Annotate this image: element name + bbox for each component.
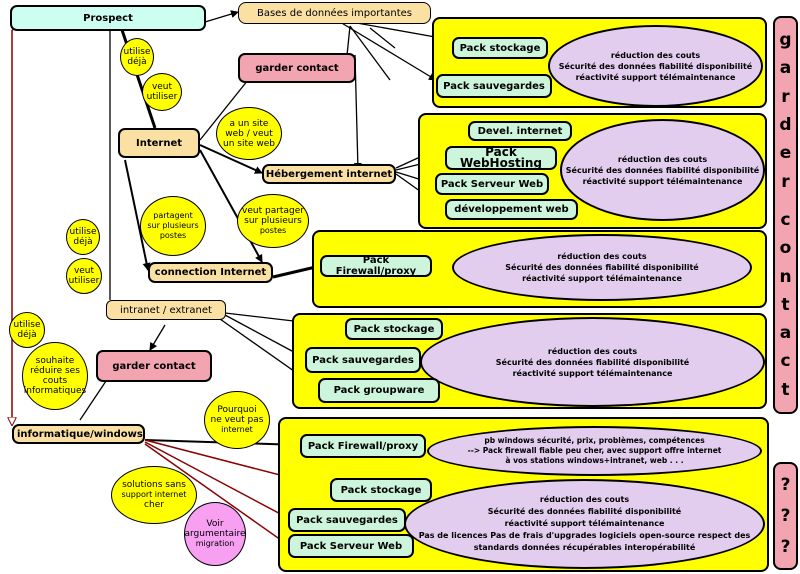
bubble-site-web: a un site web / veut un site web bbox=[216, 107, 282, 160]
informatique-node[interactable]: informatique/windows bbox=[12, 424, 145, 444]
benefits-ellipse-4: réduction des couts Sécurité des données… bbox=[420, 317, 765, 407]
pack-serveur-web-2[interactable]: Pack Serveur Web bbox=[288, 534, 414, 558]
question-mark: ? bbox=[780, 505, 791, 526]
garder-contact-side-bar[interactable]: g a r d e r c o n t a c t bbox=[773, 16, 798, 414]
side-letter: a bbox=[779, 58, 792, 79]
garder-contact-top[interactable]: garder contact bbox=[238, 53, 356, 83]
bubble-utilise-deja-3: utilise déjà bbox=[9, 312, 45, 348]
devel-internet[interactable]: Devel. internet bbox=[468, 121, 572, 141]
benefit-line: réactivité support télémaintenance bbox=[522, 274, 682, 283]
prospect-node[interactable]: Prospect bbox=[10, 5, 206, 31]
benefit-line: réduction des couts bbox=[557, 252, 647, 261]
pack-webhosting[interactable]: Pack WebHosting bbox=[445, 146, 557, 170]
pack-sauvegardes-1[interactable]: Pack sauvegardes bbox=[436, 74, 552, 98]
bubble-partagent: partagent sur plusieurs postes bbox=[140, 196, 206, 256]
side-letter: n bbox=[779, 266, 792, 287]
bubble-partager: veut partager sur plusieurs postes bbox=[237, 194, 309, 248]
bubble-veut-utiliser-1: veut utiliser bbox=[142, 73, 182, 111]
bubble-veut-utiliser-2: veut utiliser bbox=[66, 258, 102, 294]
bubble-voir-argumentaire[interactable]: Voir argumentaire migration bbox=[184, 502, 246, 566]
question-mark: ? bbox=[780, 475, 791, 496]
side-letter: r bbox=[781, 171, 790, 192]
pack-stockage-1[interactable]: Pack stockage bbox=[452, 37, 548, 59]
pack-sauvegardes-2[interactable]: Pack sauvegardes bbox=[305, 347, 421, 373]
benefits-ellipse-5a: pb windows sécurité, prix, problèmes, co… bbox=[427, 426, 762, 476]
benefit-line: réactivité support télémaintenance bbox=[512, 368, 673, 378]
bubble-pourquoi: Pourquoi ne veut pas internet bbox=[204, 391, 270, 449]
benefit-line: Sécurité des données fiabilité disponibi… bbox=[565, 165, 760, 175]
benefit-line: réactivité support télémaintenance bbox=[582, 176, 743, 186]
benefit-line: Sécurité des données fiabilité disponibi… bbox=[505, 263, 699, 272]
benefits-ellipse-1: réduction des couts Sécurité des données… bbox=[548, 25, 763, 107]
benefit-line: à vos stations windows+intranet, web . .… bbox=[505, 456, 684, 465]
hebergement-node[interactable]: Hébergement internet bbox=[262, 164, 396, 184]
question-side-bar[interactable]: ? ? ? bbox=[773, 462, 798, 570]
bases-node[interactable]: Bases de données importantes bbox=[238, 2, 431, 24]
benefit-line: réduction des couts bbox=[539, 495, 630, 504]
benefit-line: pb windows sécurité, prix, problèmes, co… bbox=[484, 436, 705, 445]
benefit-line: réduction des couts bbox=[547, 346, 638, 356]
side-letter: a bbox=[779, 323, 792, 344]
side-letter: t bbox=[781, 294, 790, 315]
benefits-ellipse-3: réduction des couts Sécurité des données… bbox=[452, 234, 752, 301]
pack-firewall-1[interactable]: Pack Firewall/proxy bbox=[320, 255, 432, 277]
connection-node[interactable]: connection Internet bbox=[148, 262, 273, 283]
developpement-web[interactable]: développement web bbox=[445, 199, 578, 220]
benefits-ellipse-2: réduction des couts Sécurité des données… bbox=[560, 119, 765, 221]
side-letter: c bbox=[780, 209, 791, 230]
pack-sauvegardes-3[interactable]: Pack sauvegardes bbox=[288, 508, 406, 532]
benefit-line: Sécurité des données fiabilité disponibi… bbox=[558, 61, 753, 71]
intranet-node[interactable]: intranet / extranet bbox=[106, 300, 226, 320]
bubble-souhaite: souhaite réduire ses couts informatiques bbox=[22, 342, 88, 410]
side-letter: t bbox=[781, 379, 790, 400]
pack-groupware[interactable]: Pack groupware bbox=[318, 378, 440, 403]
bubble-utilise-deja-2: utilise déjà bbox=[66, 219, 100, 255]
pack-serveur-web-1[interactable]: Pack Serveur Web bbox=[435, 173, 549, 195]
benefits-ellipse-5b: réduction des couts Sécurité des données… bbox=[404, 479, 765, 569]
question-mark: ? bbox=[780, 536, 791, 557]
side-letter: o bbox=[779, 238, 792, 259]
side-letter: e bbox=[779, 143, 792, 164]
benefit-line: standards données récupérables interopér… bbox=[473, 543, 696, 552]
garder-contact-mid[interactable]: garder contact bbox=[96, 350, 212, 382]
benefit-line: Pas de licences Pas de frais d'upgrades … bbox=[418, 531, 751, 540]
bubble-utilise-deja-1: utilise déjà bbox=[120, 38, 154, 76]
benefit-line: réduction des couts bbox=[610, 50, 701, 60]
benefit-line: Sécurité des données fiabilité disponibi… bbox=[495, 357, 690, 367]
bubble-solutions: solutions sans support internet cher bbox=[111, 466, 197, 524]
side-letter: c bbox=[780, 351, 791, 372]
benefit-line: réactivité support télémaintenance bbox=[575, 72, 736, 82]
internet-node[interactable]: Internet bbox=[118, 128, 200, 158]
side-letter: g bbox=[779, 30, 792, 51]
side-letter: r bbox=[781, 86, 790, 107]
pack-stockage-3[interactable]: Pack stockage bbox=[330, 478, 432, 502]
side-letter: d bbox=[779, 115, 792, 136]
benefit-line: --> Pack firewall fiable peu cher, avec … bbox=[467, 446, 722, 455]
benefit-line: réduction des couts bbox=[617, 154, 708, 164]
benefit-line: Sécurité des données fiabilité disponibi… bbox=[487, 507, 682, 516]
benefit-line: réactivité support télémaintenance bbox=[504, 519, 665, 528]
pack-stockage-2[interactable]: Pack stockage bbox=[345, 318, 443, 340]
pack-firewall-2[interactable]: Pack Firewall/proxy bbox=[300, 434, 426, 458]
